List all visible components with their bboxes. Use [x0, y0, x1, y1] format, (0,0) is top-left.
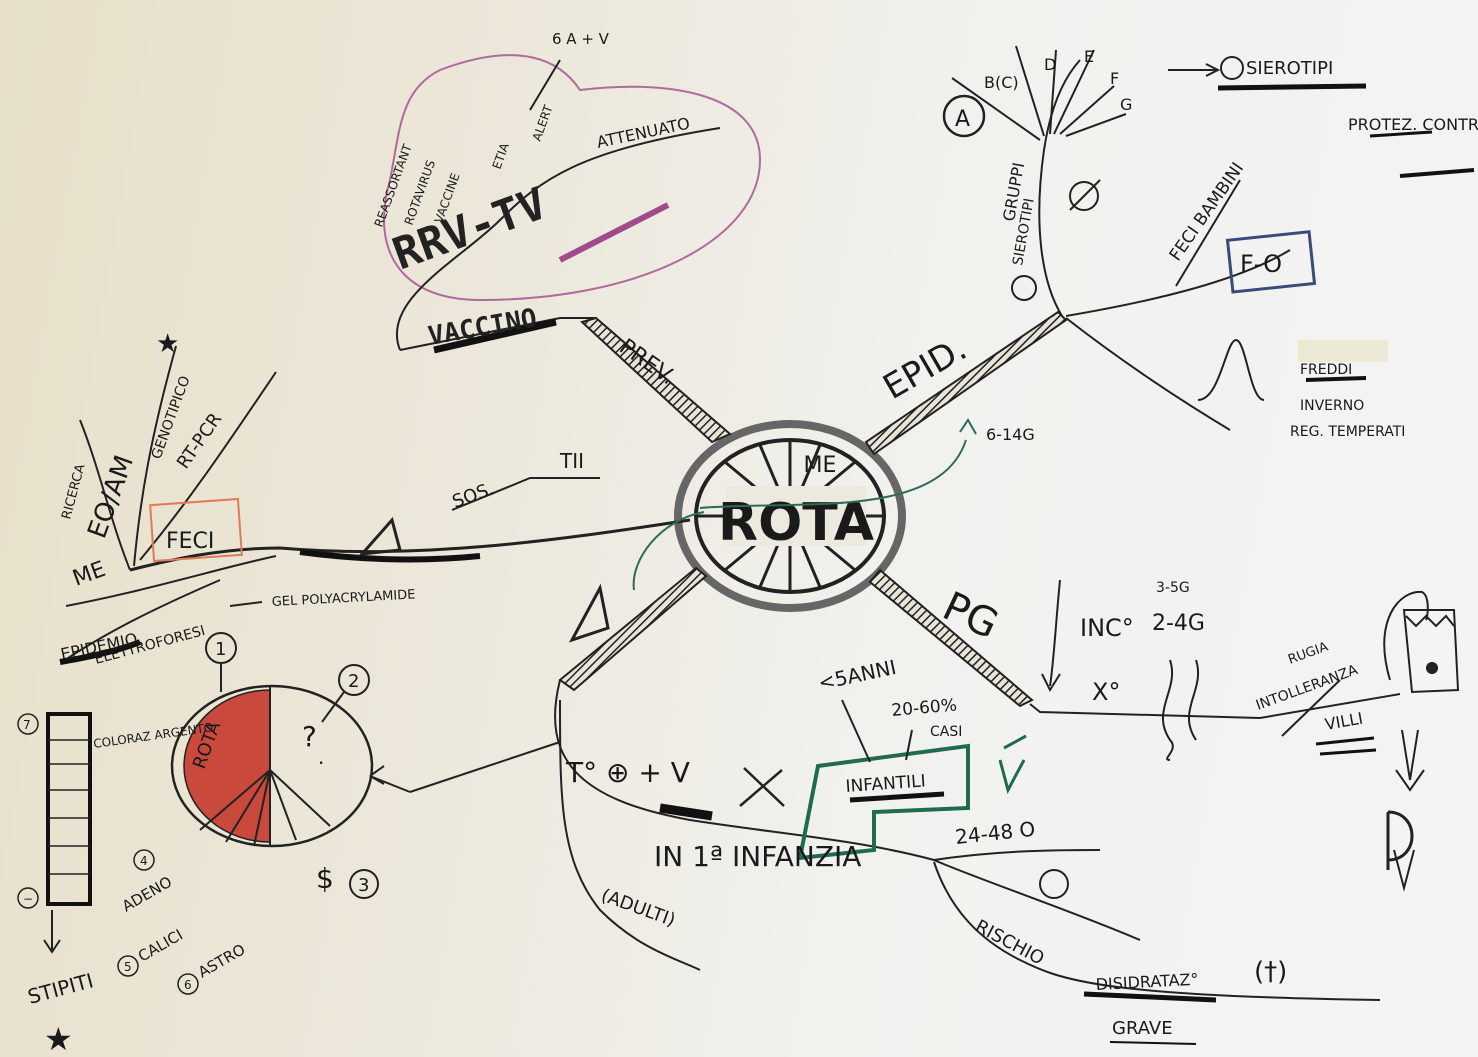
rugia-label: RUGIA	[1286, 639, 1330, 667]
inc-label: INC°	[1080, 614, 1134, 642]
pie-label-stipiti: STIPITI	[25, 968, 96, 1008]
legend-5: 5	[124, 960, 132, 974]
incub-2: 2-4G	[1152, 611, 1205, 636]
vaccine-cluster: VACCINO RRV-TV ATTENUATO REASSORTANT ROT…	[372, 30, 760, 390]
center-sub: ME	[804, 453, 837, 478]
legend-2: 2	[348, 671, 359, 692]
risk-label: RISCHIO	[972, 916, 1048, 970]
vaccine-label: VACCINO	[426, 303, 539, 352]
diag-item-me: ME	[70, 557, 109, 592]
x-label: X°	[1092, 678, 1120, 706]
pie-label-dot: ·	[318, 751, 324, 775]
legend-3: 3	[358, 875, 369, 896]
fo-label: F-O	[1240, 250, 1282, 278]
group-f: F	[1110, 69, 1119, 88]
sierotipi-label: SIEROTIPI	[1246, 58, 1333, 79]
bar-minus: −	[23, 892, 33, 906]
method-gel: GEL POLYACRYLAMIDE	[271, 587, 415, 610]
group-g: G	[1120, 95, 1132, 114]
feci-bambini: FECI BAMBINI	[1166, 159, 1248, 265]
age-label: <5ANNI	[816, 655, 898, 695]
diagnosis-cluster: △ SOS. TII ME EO/AM GENOTIPICO RT-PCR RI…	[59, 329, 690, 668]
season-inverno: INVERNO	[1300, 398, 1364, 414]
severe-label: GRAVE	[1112, 1018, 1173, 1039]
group-e: E	[1084, 47, 1094, 66]
pie-label-adeno: ADENO	[119, 873, 175, 916]
vaccine-age: 6 A + V	[552, 30, 610, 48]
season-freddi: FREDDI	[1300, 362, 1352, 378]
pie-symbol: $	[316, 862, 334, 895]
death-label: (†)	[1254, 957, 1287, 987]
infantili-label: INFANTILI	[845, 771, 926, 797]
intolleranza-label: INTOLLERANZA	[1254, 662, 1360, 714]
group-d: D	[1044, 55, 1056, 74]
adults-label: (ADULTI)	[598, 885, 678, 931]
group-bc: B(C)	[984, 73, 1019, 92]
star-icon: ★	[44, 1020, 73, 1057]
legend-4: 4	[140, 854, 148, 868]
vaccine-note-4: ETIA	[490, 140, 513, 171]
diag-item-eoam: EO/AM	[82, 451, 140, 542]
legend-1: 1	[215, 639, 226, 660]
infanzia-label: IN 1ª INFANZIA	[654, 840, 861, 873]
etiology-chart: ROTA ? · 1 2 3 $ 4 ADENO 5 CALICI 6 ASTR…	[18, 633, 560, 1057]
casi-label: CASI	[930, 724, 962, 740]
legend-7: 7	[23, 718, 31, 732]
vaccine-attenuated: ATTENUATO	[595, 114, 692, 152]
diag-item-feci: FECI	[166, 529, 214, 554]
clinic-branch: ◇	[580, 631, 581, 633]
incubation-label: 6-14G	[986, 425, 1035, 444]
dehydration-label: DISIDRATAZ°	[1095, 970, 1199, 994]
pie-label-astro: ASTRO	[195, 940, 248, 981]
center-node: ROTA ME	[678, 424, 902, 608]
star-icon: ★	[156, 329, 179, 359]
season-temperati: REG. TEMPERATI	[1290, 424, 1405, 440]
incub-1: 3-5G	[1156, 580, 1190, 596]
villi-label: VILLI	[1323, 709, 1364, 734]
diag-item-rtpcr: RT-PCR	[173, 409, 226, 473]
hours-label: 24-48 O	[954, 817, 1036, 849]
epid-branch: EPID.	[877, 329, 974, 408]
tii-label: TII	[559, 449, 584, 473]
vaccine-note-5: ALERT	[530, 103, 556, 143]
diag-item-ricerca: RICERCA	[59, 462, 88, 521]
pie-label-calici: CALICI	[135, 926, 186, 966]
protect-label: PROTEZ. CONTRO 1	[1348, 115, 1478, 134]
pie-label-unknown: ?	[302, 720, 317, 753]
group-a: A	[955, 107, 970, 132]
sos-label: SOS.	[450, 478, 497, 512]
legend-6: 6	[184, 978, 192, 992]
percent-label: 20-60%	[891, 695, 958, 721]
diagnosis-branch: △	[366, 543, 367, 545]
symptoms-label: T° ⊕ + V	[565, 756, 690, 789]
